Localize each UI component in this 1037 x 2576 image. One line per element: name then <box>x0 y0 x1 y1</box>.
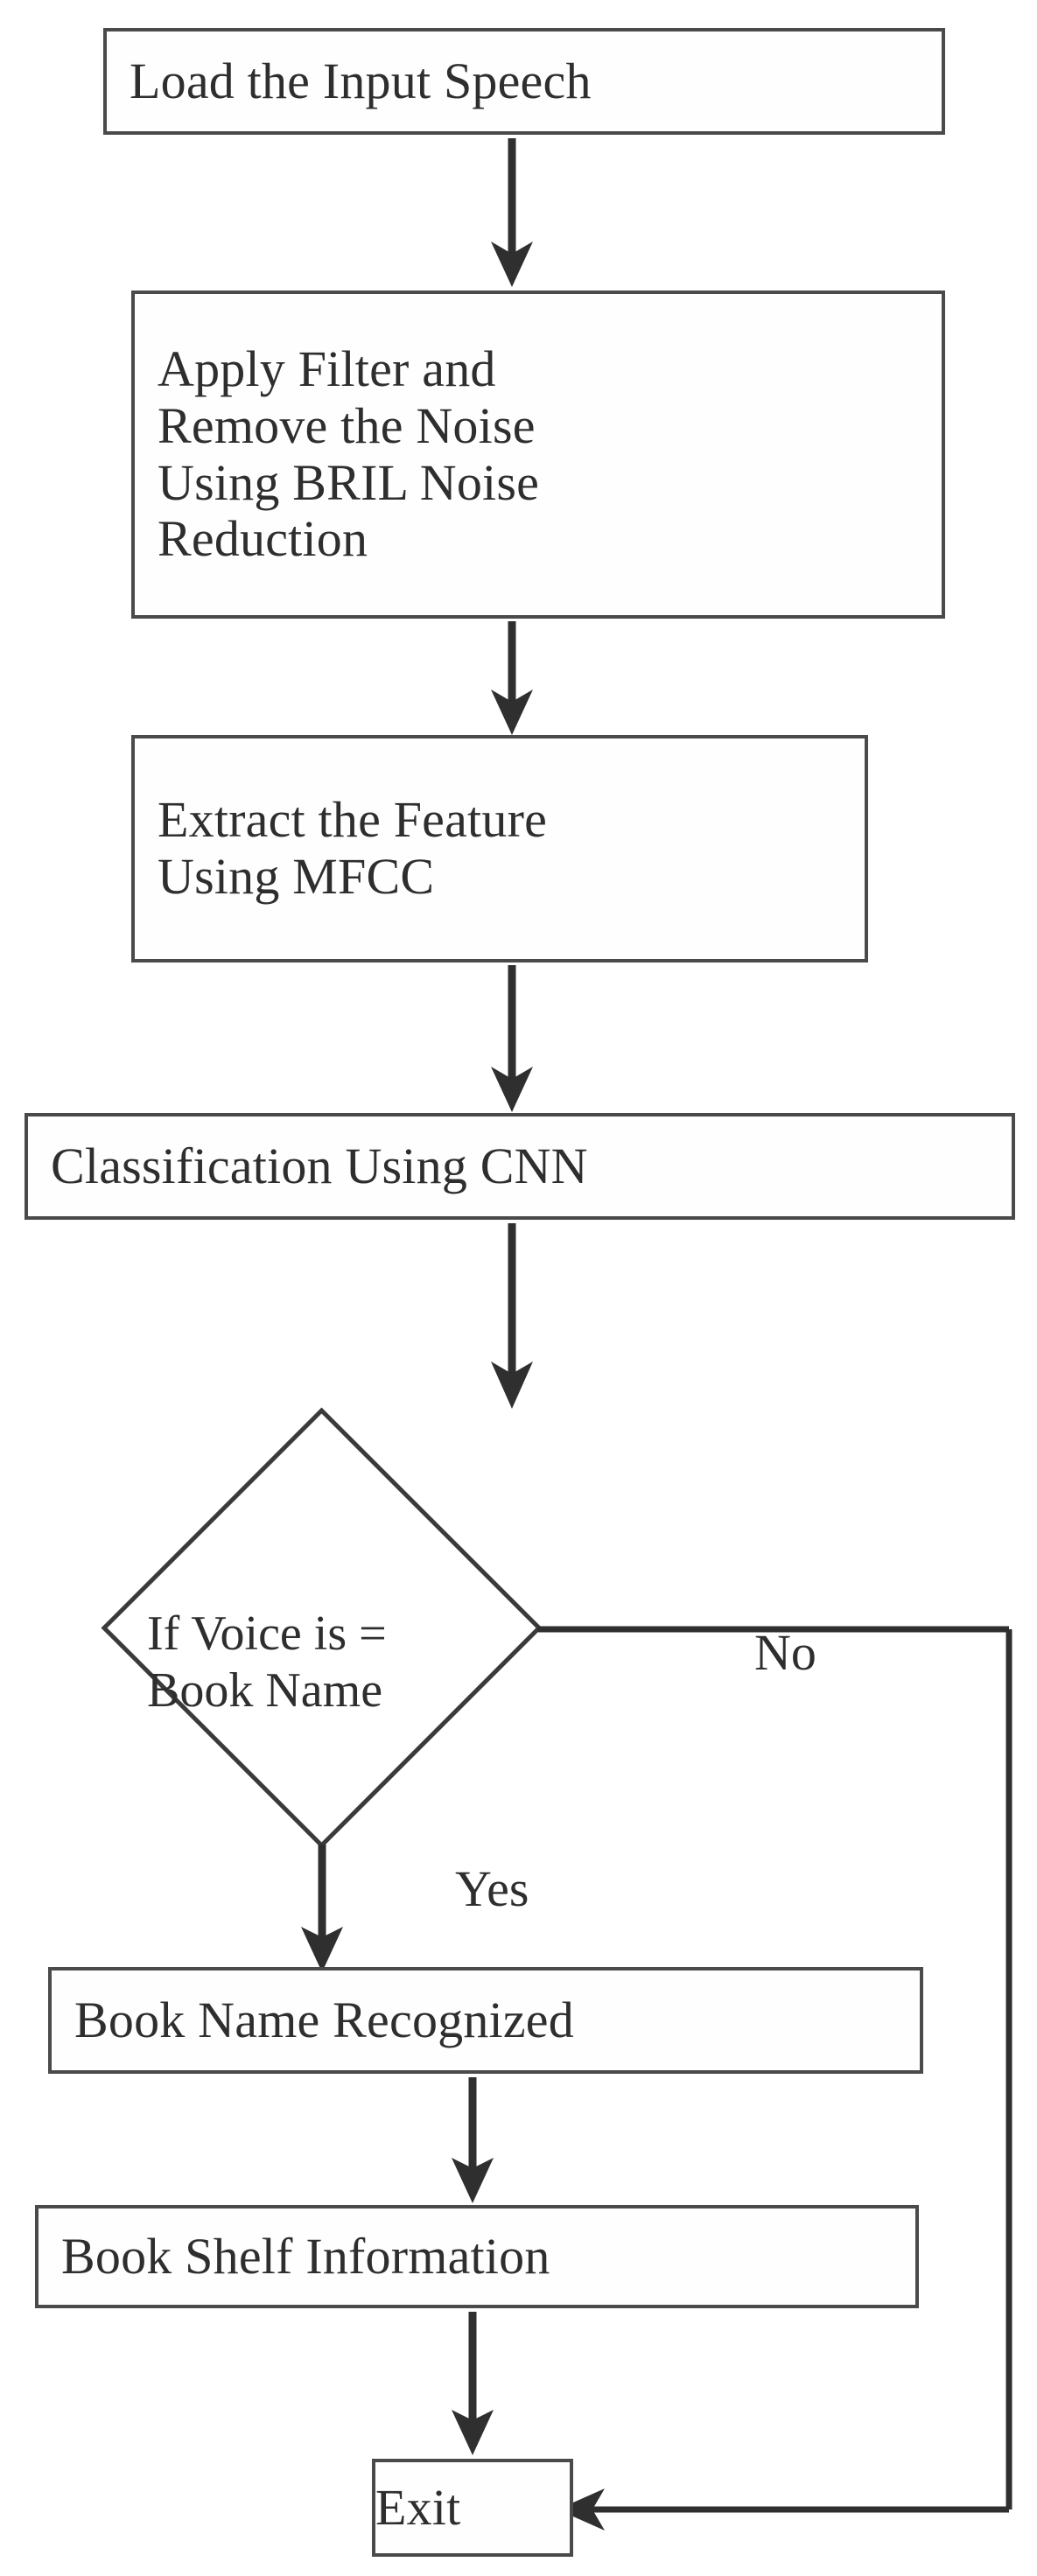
connector-extract-to-classify <box>486 965 538 1116</box>
node-label: If Voice is = Book Name <box>147 1606 387 1718</box>
connector-decision-no-to-exit <box>538 1612 1037 2530</box>
node-label: Book Shelf Information <box>61 2227 550 2285</box>
node-classification-using-cnn[interactable]: Classification Using CNN <box>25 1113 1015 1220</box>
node-book-name-recognized[interactable]: Book Name Recognized <box>48 1967 923 2074</box>
node-label: Exit <box>375 2478 461 2536</box>
connector-decision-yes-to-recognized <box>296 1844 348 1976</box>
node-apply-filter-remove-noise[interactable]: Apply Filter and Remove the Noise Using … <box>131 290 945 619</box>
connector-shelf-to-exit <box>446 2312 499 2460</box>
node-book-shelf-information[interactable]: Book Shelf Information <box>35 2205 919 2308</box>
node-label: Book Name Recognized <box>74 1991 574 2048</box>
node-label: Extract the Feature Using MFCC <box>158 791 548 905</box>
connector-load-to-filter <box>486 138 538 289</box>
connector-filter-to-extract <box>486 621 538 737</box>
connector-classify-to-decision <box>486 1223 538 1411</box>
edge-label-no: No <box>754 1624 816 1681</box>
node-load-the-input-speech[interactable]: Load the Input Speech <box>103 28 945 135</box>
connector-recognized-to-shelf <box>446 2077 499 2208</box>
node-exit[interactable]: Exit <box>372 2459 573 2557</box>
node-label: Apply Filter and Remove the Noise Using … <box>158 340 540 568</box>
node-extract-the-feature-using-mfcc[interactable]: Extract the Feature Using MFCC <box>131 735 868 962</box>
edge-label-yes: Yes <box>455 1860 529 1917</box>
node-label: Classification Using CNN <box>51 1137 588 1194</box>
node-label: Load the Input Speech <box>130 52 592 109</box>
